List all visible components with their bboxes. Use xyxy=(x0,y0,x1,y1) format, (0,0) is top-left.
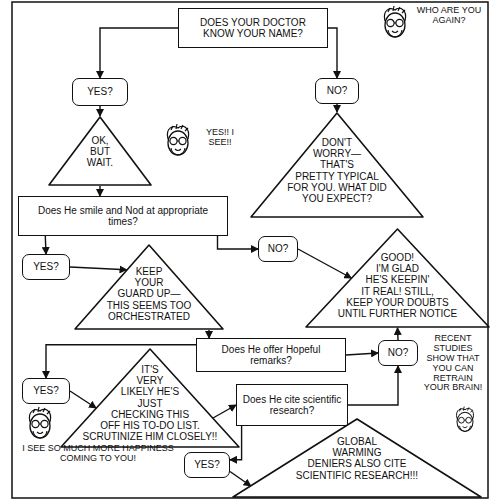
flow-arrow xyxy=(346,353,378,355)
comment-triangle: GOOD! I'M GLAD HE'S KEEPIN' IT REAL! STI… xyxy=(305,228,490,328)
doodle-note: WHO ARE YOU AGAIN? xyxy=(416,6,482,26)
flow-arrow xyxy=(99,106,100,116)
node-text: NO? xyxy=(321,85,353,96)
text-flow: KEEP YOUR GUARD UP— THIS SEEMS TOO ORCHE… xyxy=(74,244,224,330)
node-text: NO? xyxy=(264,243,292,254)
node-text: DOES YOUR DOCTOR KNOW YOUR NAME? xyxy=(184,17,322,39)
node-text: YES? xyxy=(28,385,64,396)
flow-arrow xyxy=(46,345,196,378)
question-box: Does He offer Hopeful remarks? xyxy=(196,338,346,372)
node-text: Does He cite scientific research? xyxy=(242,394,342,416)
node-text: YES? xyxy=(190,459,224,470)
flow-arrow xyxy=(348,366,398,405)
comment-triangle: OK, BUT WAIT. xyxy=(48,116,152,186)
answer-box: YES? xyxy=(22,254,70,280)
flow-arrow xyxy=(208,330,209,338)
comment-triangle: GLOBAL WARMING DENIERS ALSO CITE SCIENTI… xyxy=(232,418,482,498)
doodle-note: RECENT STUDIES SHOW THAT YOU CAN RETRAIN… xyxy=(422,334,484,393)
answer-box: NO? xyxy=(258,236,298,262)
node-text: YES? xyxy=(28,261,64,272)
flow-arrow xyxy=(45,236,47,254)
node-text: NO? xyxy=(384,347,412,358)
node-text: IT'S VERY LIKELY HE'S JUST CHECKING THIS… xyxy=(60,348,240,442)
node-text: GLOBAL WARMING DENIERS ALSO CITE SCIENTI… xyxy=(232,418,482,481)
node-text: YES? xyxy=(78,86,122,97)
flow-arrow xyxy=(397,328,399,340)
doctor-face xyxy=(29,407,50,438)
node-text: DON'T WORRY— THAT'S PRETTY TYPICAL FOR Y… xyxy=(250,112,424,204)
node-text: KEEP YOUR GUARD UP— THIS SEEMS TOO ORCHE… xyxy=(74,244,224,322)
flow-arrow xyxy=(230,472,251,487)
text-flow: DON'T WORRY— THAT'S PRETTY TYPICAL FOR Y… xyxy=(250,112,424,218)
flow-arrow xyxy=(218,236,259,249)
text-flow: GLOBAL WARMING DENIERS ALSO CITE SCIENTI… xyxy=(232,418,482,498)
doctor-face xyxy=(457,407,474,432)
comment-triangle: IT'S VERY LIKELY HE'S JUST CHECKING THIS… xyxy=(60,348,240,448)
text-flow: IT'S VERY LIKELY HE'S JUST CHECKING THIS… xyxy=(60,348,240,448)
flow-arrow xyxy=(100,28,178,78)
answer-box: YES? xyxy=(72,78,128,106)
flow-arrow xyxy=(213,405,236,418)
doodle-note: I SEE SO MUCH MORE HAPPINESS COMING TO Y… xyxy=(16,444,180,464)
doctor-face xyxy=(167,124,188,155)
answer-box: NO? xyxy=(315,78,359,104)
node-text: OK, BUT WAIT. xyxy=(48,116,152,169)
question-box: Does He smile and Nod at appropriate tim… xyxy=(18,196,228,236)
flow-arrow xyxy=(70,391,96,408)
node-text: Does He smile and Nod at appropriate tim… xyxy=(24,205,222,227)
flow-arrow xyxy=(99,186,100,196)
page-frame xyxy=(12,2,488,498)
comment-triangle: DON'T WORRY— THAT'S PRETTY TYPICAL FOR Y… xyxy=(250,112,424,218)
answer-box: NO? xyxy=(378,340,418,366)
flow-arrow xyxy=(328,28,337,78)
flow-arrow xyxy=(336,104,337,112)
flow-arrow xyxy=(298,249,351,278)
answer-box: YES? xyxy=(22,378,70,404)
question-box: Does He cite scientific research? xyxy=(236,384,348,426)
doctor-face xyxy=(384,6,405,37)
comment-triangle: KEEP YOUR GUARD UP— THIS SEEMS TOO ORCHE… xyxy=(74,244,224,330)
text-flow: OK, BUT WAIT. xyxy=(48,116,152,186)
answer-box: YES? xyxy=(184,452,230,478)
text-flow: GOOD! I'M GLAD HE'S KEEPIN' IT REAL! STI… xyxy=(305,228,490,328)
doodle-note: YES!! I SEE!! xyxy=(196,128,244,148)
node-text: GOOD! I'M GLAD HE'S KEEPIN' IT REAL! STI… xyxy=(305,228,490,319)
question-box: DOES YOUR DOCTOR KNOW YOUR NAME? xyxy=(178,8,328,48)
node-text: Does He offer Hopeful remarks? xyxy=(202,344,340,366)
flow-arrow xyxy=(70,267,127,270)
